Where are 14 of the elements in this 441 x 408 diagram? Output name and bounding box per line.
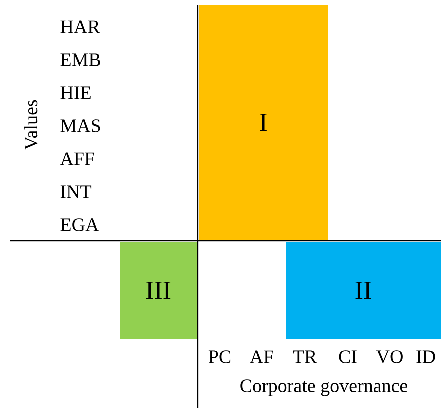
axis-title: Corporate governance <box>240 380 408 396</box>
quadrant-box: I <box>199 5 328 240</box>
axis-label: INT <box>60 186 92 198</box>
quadrant-box: III <box>120 242 197 339</box>
quadrant-box: II <box>286 242 441 339</box>
axis-label: PC <box>208 350 231 364</box>
axis-label: HAR <box>60 20 100 34</box>
axis-label: HIE <box>60 86 91 100</box>
axis-title: Values <box>24 100 38 150</box>
axis-label: AFF <box>60 152 94 166</box>
axis-label: EMB <box>60 54 100 66</box>
axis-label: AF <box>250 350 274 364</box>
axis-label: MAS <box>60 120 100 132</box>
axis-label: EGA <box>60 218 100 232</box>
